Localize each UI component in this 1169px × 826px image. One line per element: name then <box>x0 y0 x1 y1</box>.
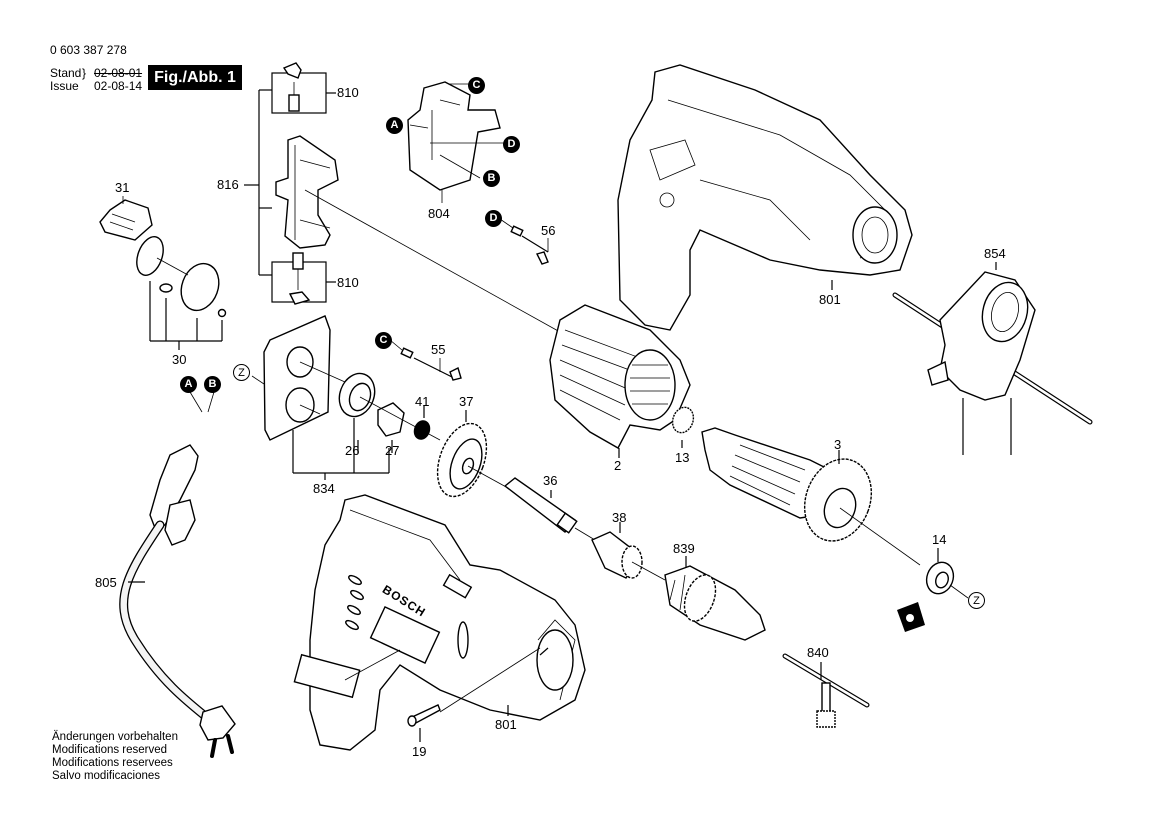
switch-804 <box>407 81 505 203</box>
armature-3 <box>701 427 921 566</box>
callout-3: 3 <box>834 437 842 452</box>
connector-marker-c: C <box>468 77 485 94</box>
gear-37 <box>436 410 509 498</box>
connector-marker-d: D <box>503 136 520 153</box>
callout-26: 26 <box>345 443 360 458</box>
brush-cap-bottom <box>288 252 311 305</box>
connector-wire-55 <box>389 339 462 381</box>
stator-2 <box>549 304 691 458</box>
callout-854: 854 <box>984 246 1006 261</box>
bearing-plate-834 <box>251 315 441 480</box>
note-es: Salvo modificaciones <box>52 770 161 782</box>
brush-cap-top <box>282 62 302 112</box>
sleeve-38 <box>591 522 666 581</box>
callout-804: 804 <box>428 206 450 221</box>
callout-810-bottom: 810 <box>337 275 359 290</box>
spindle-36 <box>503 477 596 541</box>
callout-27: 27 <box>385 443 400 458</box>
drill-housing-801 <box>293 494 586 751</box>
cord-clamp-set-30 <box>136 236 227 350</box>
callout-834: 834 <box>313 481 335 496</box>
bearing-13 <box>671 406 695 448</box>
document-number: 0 603 387 278 <box>50 43 127 57</box>
aux-handle-854 <box>892 262 1093 455</box>
callout-38: 38 <box>612 510 627 525</box>
power-cord-805 <box>119 391 236 758</box>
chuck-key-840 <box>782 653 870 728</box>
connector-marker-c-wire: C <box>375 332 392 349</box>
figure-badge: Fig./Abb. 1 <box>148 65 242 90</box>
callout-56: 56 <box>541 223 556 238</box>
connector-wire-56 <box>499 218 549 265</box>
callout-2: 2 <box>614 458 622 473</box>
callout-30: 30 <box>172 352 187 367</box>
chuck-839 <box>664 556 766 641</box>
callout-810-top: 810 <box>337 85 359 100</box>
note-en: Modifications reserved <box>52 744 168 756</box>
callout-805: 805 <box>95 575 117 590</box>
housing-half-801-top <box>617 64 913 331</box>
callout-37: 37 <box>459 394 474 409</box>
reference-marker-z-bearing: Z <box>968 592 985 609</box>
callout-14: 14 <box>932 532 947 547</box>
callout-36: 36 <box>543 473 558 488</box>
callout-801-bottom: 801 <box>495 717 517 732</box>
callout-840: 840 <box>807 645 829 660</box>
connector-marker-a-cord: A <box>180 376 197 393</box>
issue-date: 02-08-14 <box>94 79 143 93</box>
callout-816: 816 <box>217 177 239 192</box>
connector-marker-d-wire: D <box>485 210 502 227</box>
issue-label: Issue <box>50 79 79 93</box>
callout-19: 19 <box>412 744 427 759</box>
callout-801-top: 801 <box>819 292 841 307</box>
callout-41: 41 <box>415 394 430 409</box>
brush-holder-816 <box>275 135 561 333</box>
bearing-14 <box>897 548 969 632</box>
connector-marker-b-cord: B <box>204 376 221 393</box>
revision-block: Stand} 02-08-01 Issue 02-08-14 <box>50 67 142 93</box>
callout-55: 55 <box>431 342 446 357</box>
cord-guard-31 <box>99 196 153 241</box>
connector-marker-a: A <box>386 117 403 134</box>
stand-label: Stand <box>50 66 82 80</box>
note-fr: Modifications reservees <box>52 757 173 769</box>
callout-31: 31 <box>115 180 130 195</box>
note-de: Änderungen vorbehalten <box>52 731 178 743</box>
stand-date: 02-08-01 <box>94 66 143 80</box>
callout-839: 839 <box>673 541 695 556</box>
modification-notes: Änderungen vorbehalten Modifications res… <box>52 731 178 783</box>
reference-marker-z: Z <box>233 364 250 381</box>
connector-marker-b: B <box>483 170 500 187</box>
callout-13: 13 <box>675 450 690 465</box>
brace-icon: } <box>82 66 87 80</box>
